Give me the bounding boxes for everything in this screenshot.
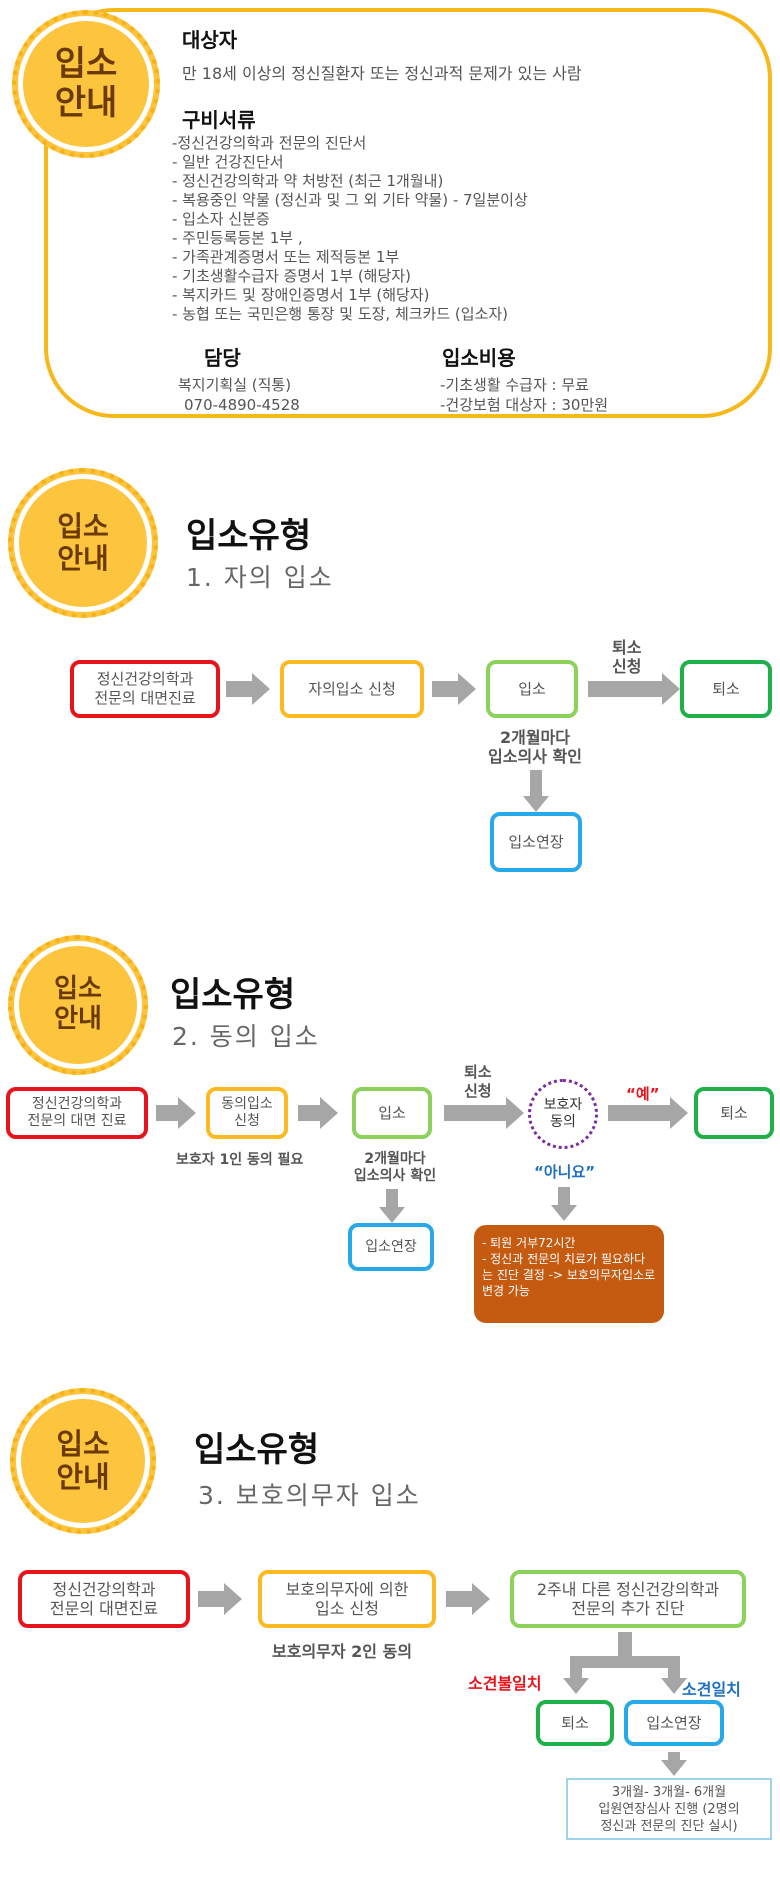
guardian-note: 보호자 1인 동의 필요 <box>176 1152 304 1168</box>
doc-item: - 농협 또는 국민은행 통장 및 도장, 체크카드 (입소자) <box>172 305 509 323</box>
section-guardian: 입소 안내 입소유형 3. 보호의무자 입소 정신건강의학과 전문의 대면진료 … <box>0 1380 780 1879</box>
step-extension: 입소연장 <box>490 812 582 872</box>
section-subtitle: 1. 자의 입소 <box>186 563 334 592</box>
docs-heading: 구비서류 <box>182 108 256 132</box>
section-title: 입소유형 <box>186 516 312 556</box>
step-additional-diagnosis: 2주내 다른 정신건강의학과 전문의 추가 진단 <box>510 1570 746 1628</box>
target-text: 만 18세 이상의 정신질환자 또는 정신과적 문제가 있는 사람 <box>182 64 582 83</box>
extension-note-box: 3개월- 3개월- 6개월 입원연장심사 진행 (2명의 정신과 전문의 진단 … <box>566 1778 772 1840</box>
check-note: 2개월마다 입소의사 확인 <box>488 728 582 766</box>
guardian-note: 보호의무자 2인 동의 <box>272 1642 413 1661</box>
contact-phone: 070-4890-4528 <box>184 396 300 414</box>
doc-item: - 주민등록등본 1부 , <box>172 229 303 247</box>
info-card <box>44 8 772 418</box>
admission-badge: 입소 안내 <box>12 10 160 158</box>
doc-item: - 정신건강의학과 약 처방전 (최근 1개월내) <box>172 172 444 190</box>
docs-list: -정신건강의학과 전문의 진단서 - 일반 건강진단서 - 정신건강의학과 약 … <box>172 134 528 324</box>
no-label: “아니요” <box>534 1163 596 1181</box>
step-discharge: 퇴소 <box>536 1700 614 1746</box>
step-discharge: 퇴소 <box>694 1087 774 1139</box>
step-consultation: 정신건강의학과 전문의 대면진료 <box>18 1570 190 1628</box>
arrow-label: 퇴소 신청 <box>464 1063 492 1100</box>
step-apply: 보호의무자에 의한 입소 신청 <box>258 1570 436 1628</box>
extension-note-text: 3개월- 3개월- 6개월 입원연장심사 진행 (2명의 정신과 전문의 진단 … <box>598 1784 740 1834</box>
section-title: 입소유형 <box>170 975 296 1015</box>
badge-line1: 입소 <box>57 509 109 543</box>
section-subtitle: 3. 보호의무자 입소 <box>198 1481 421 1510</box>
badge-line2: 안내 <box>56 1460 110 1494</box>
badge-line1: 입소 <box>54 43 118 84</box>
doc-item: -정신건강의학과 전문의 진단서 <box>172 134 367 152</box>
section-subtitle: 2. 동의 입소 <box>172 1022 320 1051</box>
branch-connector <box>570 1656 680 1668</box>
cost-heading: 입소비용 <box>442 346 516 370</box>
target-heading: 대상자 <box>182 28 238 52</box>
contact-heading: 담당 <box>204 346 241 370</box>
refusal-note-text: - 퇴원 거부72시간 - 정신과 전문의 치료가 필요하다는 진단 결정 ->… <box>482 1236 656 1298</box>
mismatch-label: 소견불일치 <box>468 1674 542 1693</box>
badge-line2: 안내 <box>54 83 118 123</box>
step-extension: 입소연장 <box>348 1223 434 1271</box>
step-extension: 입소연장 <box>624 1700 724 1746</box>
badge-line2: 안내 <box>54 1004 102 1034</box>
guardian-consent-circle: 보호자 동의 <box>528 1079 598 1149</box>
doc-item: - 복지카드 및 장애인증명서 1부 (해당자) <box>172 286 430 304</box>
doc-item: - 기초생활수급자 증명서 1부 (해당자) <box>172 267 411 285</box>
step-consultation: 정신건강의학과 전문의 대면 진료 <box>6 1087 148 1139</box>
cost-line-2: -건강보험 대상자 : 30만원 <box>440 396 609 414</box>
admission-badge: 입소 안내 <box>10 1388 156 1534</box>
match-label: 소견일치 <box>682 1680 741 1699</box>
check-note: 2개월마다 입소의사 확인 <box>353 1151 437 1184</box>
step-admission: 입소 <box>486 660 578 718</box>
section-voluntary: 입소 안내 입소유형 1. 자의 입소 정신건강의학과 전문의 대면진료 자의입… <box>0 460 780 890</box>
badge-line1: 입소 <box>56 1426 110 1461</box>
doc-item: - 가족관계증명서 또는 제적등본 1부 <box>172 248 400 266</box>
step-consultation: 정신건강의학과 전문의 대면진료 <box>70 660 220 718</box>
section-admission-info: 입소 안내 대상자 만 18세 이상의 정신질환자 또는 정신과적 문제가 있는… <box>0 0 780 430</box>
step-apply: 자의입소 신청 <box>280 660 424 718</box>
step-discharge: 퇴소 <box>680 660 772 718</box>
doc-item: - 일반 건강진단서 <box>172 153 284 171</box>
section-consent: 입소 안내 입소유형 2. 동의 입소 정신건강의학과 전문의 대면 진료 동의… <box>0 925 780 1345</box>
doc-item: - 복용중인 약물 (정신과 및 그 외 기타 약물) - 7일분이상 <box>172 191 528 209</box>
yes-label: “예” <box>626 1085 660 1103</box>
step-admission: 입소 <box>352 1087 432 1139</box>
admission-badge: 입소 안내 <box>8 935 148 1075</box>
refusal-note-box: - 퇴원 거부72시간 - 정신과 전문의 치료가 필요하다는 진단 결정 ->… <box>474 1225 664 1323</box>
doc-item: - 입소자 신분증 <box>172 210 270 228</box>
admission-badge: 입소 안내 <box>8 468 158 618</box>
badge-line2: 안내 <box>57 542 109 575</box>
badge-line1: 입소 <box>54 974 102 1005</box>
contact-dept: 복지기획실 (직통) <box>178 376 292 394</box>
step-apply: 동의입소 신청 <box>206 1087 288 1139</box>
guardian-consent-text: 보호자 동의 <box>543 1097 583 1130</box>
section-title: 입소유형 <box>194 1430 320 1470</box>
arrow-label: 퇴소 신청 <box>612 638 642 676</box>
cost-line-1: -기초생활 수급자 : 무료 <box>440 376 589 394</box>
